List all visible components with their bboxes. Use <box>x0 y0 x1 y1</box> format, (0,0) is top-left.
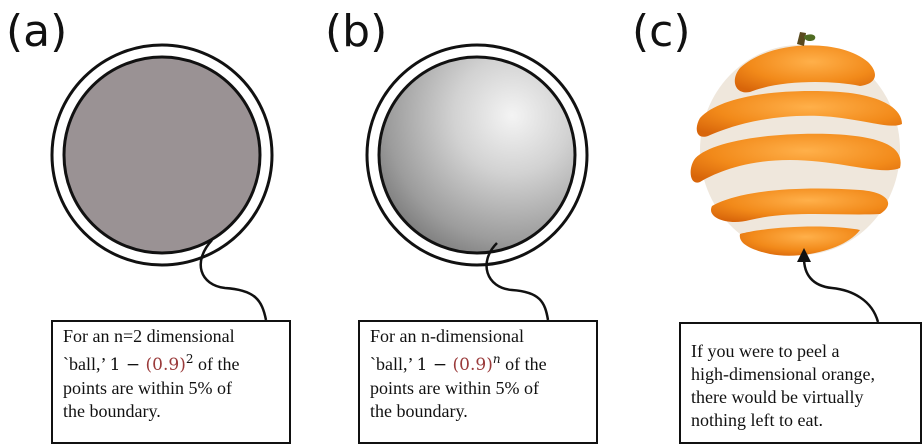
caption-a-line-2: `ball,’ 1 − (0.9)2 of the <box>63 348 281 377</box>
caption-b-line-1: For an n-dimensional <box>370 326 524 346</box>
caption-a-line-3: points are within 5% of <box>63 378 232 398</box>
caption-a-ball-text: `ball,’ <box>63 354 110 374</box>
orange-peel-top <box>734 45 875 93</box>
panel-c-label: (c) <box>632 6 691 57</box>
caption-c-line-4: nothing left to eat. <box>691 410 823 430</box>
disk-inner-fill <box>62 55 262 255</box>
caption-b-ball-text: `ball,’ <box>370 354 417 374</box>
caption-c-line-2: high-dimensional orange, <box>691 364 875 384</box>
panel-a-disk-group <box>50 43 274 321</box>
orange-peel-band-3 <box>710 188 889 223</box>
caption-a-one-minus: 1 − <box>109 355 146 375</box>
caption-a-line-4: the boundary. <box>63 401 161 421</box>
caption-c-line-1: If you were to peel a <box>691 341 840 361</box>
caption-a-exponent: 2 <box>185 352 194 366</box>
panel-a-label: (a) <box>6 6 68 57</box>
orange-illustration <box>690 32 902 256</box>
caption-b-one-minus: 1 − <box>416 355 453 375</box>
orange-stem-leaf <box>804 34 816 42</box>
caption-a-base: (0.9) <box>145 355 186 375</box>
orange-peel-bottom <box>739 226 860 256</box>
caption-b-of-the: of the <box>500 354 547 374</box>
sphere-inner-fill <box>377 55 577 255</box>
callout-arrowhead-c <box>797 248 811 262</box>
caption-b-line-2: `ball,’ 1 − (0.9)n of the <box>370 348 588 377</box>
caption-box-b: For an n-dimensional `ball,’ 1 − (0.9)n … <box>358 320 598 444</box>
caption-box-c: If you were to peel a high-dimensional o… <box>679 322 922 444</box>
caption-b-base: (0.9) <box>452 355 493 375</box>
orange-peel-band-1 <box>696 91 902 137</box>
orange-peel-band-2 <box>690 133 901 183</box>
panel-b-label: (b) <box>325 6 388 57</box>
caption-a-of-the: of the <box>193 354 240 374</box>
caption-box-a: For an n=2 dimensional `ball,’ 1 − (0.9)… <box>51 320 291 444</box>
panel-b-sphere-group <box>365 43 589 321</box>
callout-connector-b <box>485 242 550 321</box>
callout-connector-c <box>802 257 880 323</box>
caption-b-line-3: points are within 5% of <box>370 378 539 398</box>
caption-c-line-3: there would be virtually <box>691 387 864 407</box>
callout-connector-a <box>199 239 268 321</box>
orange-stem <box>797 32 806 46</box>
caption-b-line-4: the boundary. <box>370 401 468 421</box>
caption-a-line-1: For an n=2 dimensional <box>63 326 235 346</box>
caption-b-exponent: n <box>492 352 501 366</box>
